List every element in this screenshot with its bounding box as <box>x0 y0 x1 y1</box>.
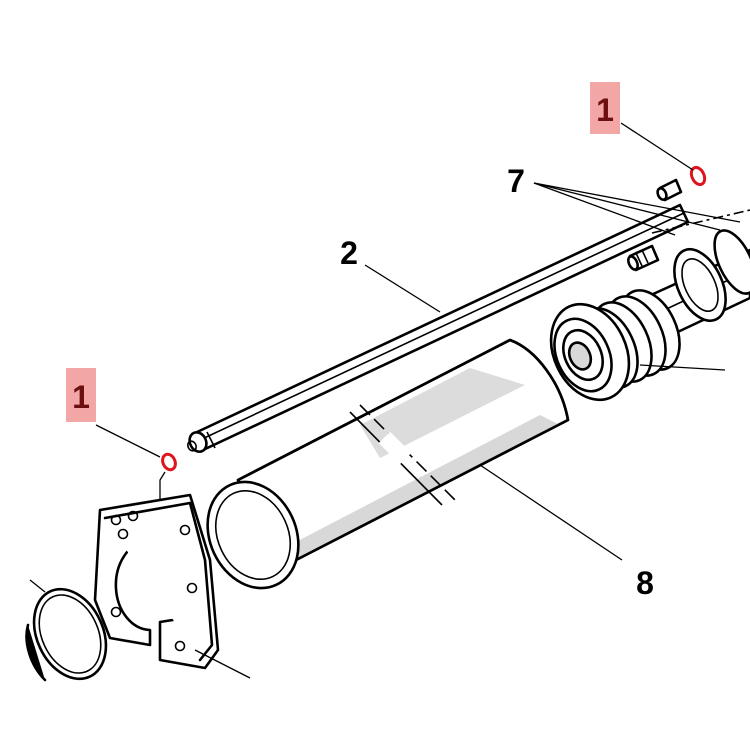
callout-1-left: 1 <box>66 368 96 422</box>
callout-label: 1 <box>72 379 90 415</box>
callout-highlight <box>66 368 96 422</box>
small-oring-top <box>689 165 707 187</box>
pin-upper <box>656 178 683 202</box>
callout-label: 2 <box>340 235 358 271</box>
small-oring-left <box>161 452 177 472</box>
callout-label: 1 <box>596 92 614 128</box>
callout-8: 8 <box>636 565 654 601</box>
cylinder-tube-part-8 <box>206 338 570 590</box>
rod-part-2 <box>187 203 690 453</box>
callout-highlight <box>590 82 620 134</box>
callout-7: 7 <box>507 163 525 199</box>
pin-lower <box>627 244 660 272</box>
callout-2: 2 <box>340 235 358 271</box>
flange-plate <box>93 493 220 670</box>
large-oring <box>25 587 108 682</box>
callout-1-top: 1 <box>590 82 620 134</box>
callout-label: 7 <box>507 163 525 199</box>
callout-label: 8 <box>636 565 654 601</box>
piston-assembly <box>549 289 681 402</box>
leader-lines <box>29 122 741 679</box>
